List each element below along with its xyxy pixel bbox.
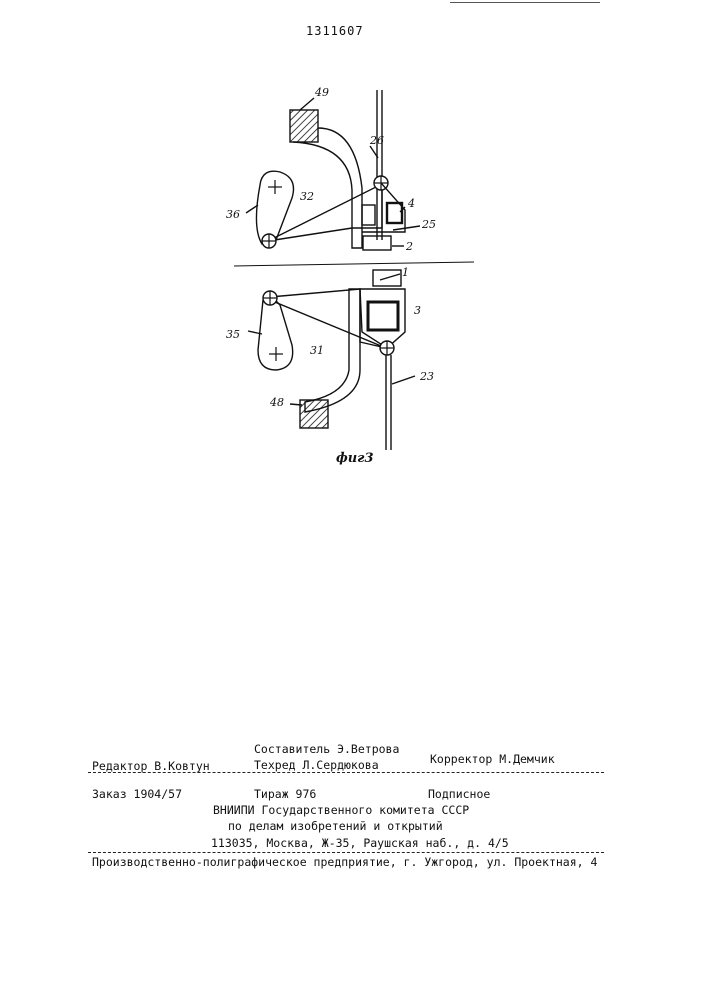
block-upper-a	[362, 205, 375, 225]
label-49: 49	[314, 86, 329, 99]
address: 113035, Москва, Ж-35, Раушская наб., д. …	[211, 836, 509, 850]
figure-caption: фиг3	[336, 451, 374, 466]
cam-35	[258, 298, 293, 370]
techred: Техред Л.Сердюкова	[254, 758, 379, 772]
block-3	[368, 302, 398, 330]
editor: Редактор В.Ковтун	[92, 759, 210, 773]
label-1: 1	[402, 266, 409, 279]
circulation: Тираж 976	[254, 787, 316, 801]
label-48: 48	[269, 396, 284, 409]
label-23: 23	[419, 370, 434, 383]
subscription: Подписное	[428, 787, 490, 801]
block-4	[387, 203, 402, 223]
divider-1	[88, 772, 604, 773]
block-49	[290, 110, 318, 142]
corrector: Корректор М.Демчик	[430, 752, 555, 766]
label-4: 4	[407, 197, 415, 210]
institute-line-1: ВНИИПИ Государственного комитета СССР	[213, 803, 469, 817]
label-2: 2	[405, 240, 413, 253]
compiler: Составитель Э.Ветрова	[254, 742, 399, 756]
label-26: 26	[369, 134, 384, 147]
label-3: 3	[414, 304, 421, 317]
technical-drawing-fig3: 49 26 4 36 32 25 2 1 3 35 31 23 48 фиг3	[0, 0, 707, 500]
gap-line	[234, 262, 474, 266]
block-48	[300, 400, 328, 428]
label-35: 35	[226, 328, 240, 341]
divider-2	[88, 852, 604, 853]
institute-line-2: по делам изобретений и открытий	[228, 819, 443, 833]
label-32: 32	[300, 190, 314, 203]
label-25: 25	[421, 218, 436, 231]
label-36: 36	[226, 208, 240, 221]
label-31: 31	[310, 344, 324, 357]
upper-arm	[293, 128, 362, 248]
printer: Производственно-полиграфическое предприя…	[92, 855, 597, 869]
order: Заказ 1904/57	[92, 787, 182, 801]
